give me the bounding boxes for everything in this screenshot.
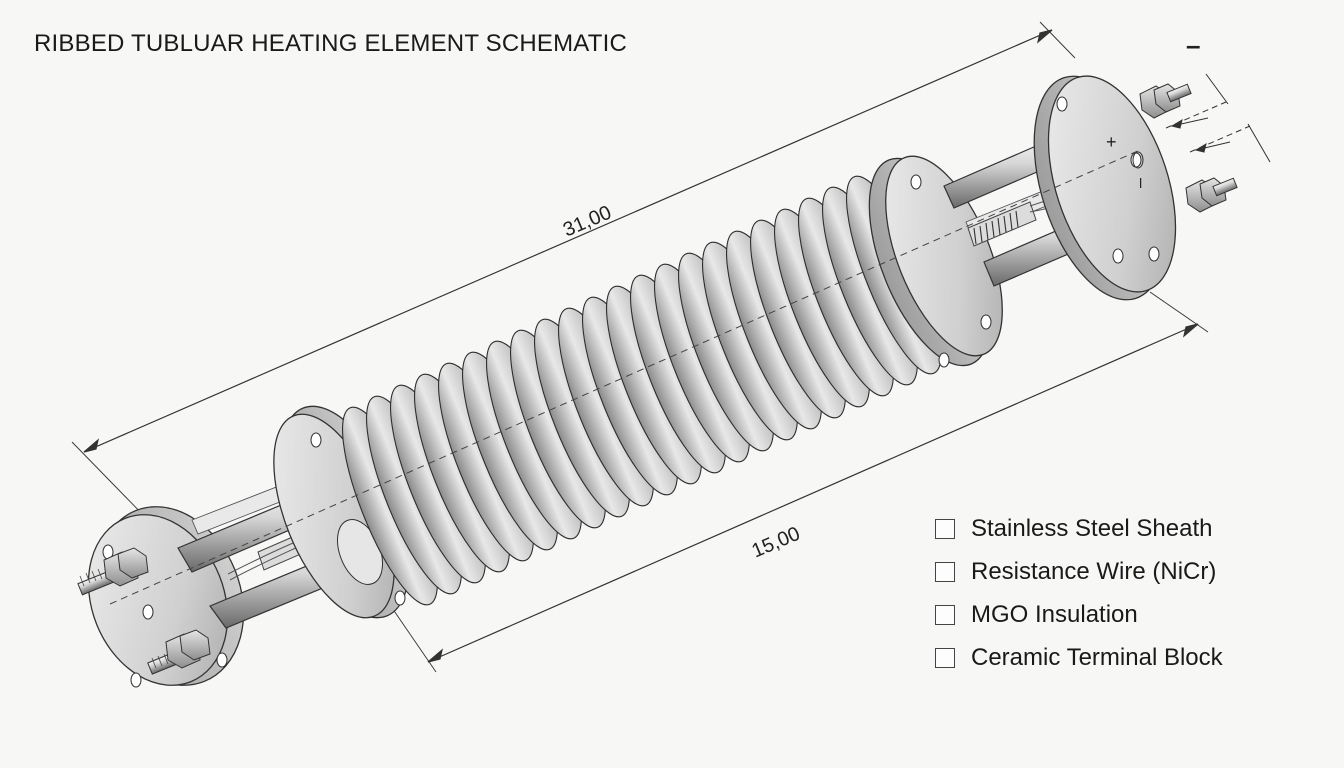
right-terminal-stud-upper <box>1139 83 1192 119</box>
center-axis-line <box>109 149 1141 605</box>
legend-label-sheath: Stainless Steel Sheath <box>971 514 1213 542</box>
minus-mark-side: – <box>1132 178 1152 188</box>
legend: Stainless Steel Sheath Resistance Wire (… <box>935 507 1295 679</box>
terminal-spacing-callout <box>1165 73 1271 163</box>
plus-mark: + <box>1106 132 1117 152</box>
left-terminal-stud-lower <box>147 629 211 675</box>
legend-label-mgo-insulation: MGO Insulation <box>971 600 1138 628</box>
terminal-hole-marker <box>1132 151 1144 169</box>
legend-label-resistance-wire: Resistance Wire (NiCr) <box>971 557 1217 585</box>
left-terminal-stud-upper <box>77 547 149 596</box>
right-end-flange <box>1033 75 1177 301</box>
diagram-title: RIBBED TUBLUAR HEATING ELEMENT SCHEMATIC <box>34 30 627 57</box>
legend-item-sheath[interactable]: Stainless Steel Sheath <box>935 507 1295 550</box>
legend-item-terminal-block[interactable]: Ceramic Terminal Block <box>935 636 1295 679</box>
legend-checkbox-mgo-insulation[interactable] <box>935 604 955 625</box>
legend-item-mgo-insulation[interactable]: MGO Insulation <box>935 593 1295 636</box>
minus-mark-top: – <box>1186 30 1200 60</box>
right-terminal-stud-lower <box>1185 177 1238 213</box>
ribbed-body <box>342 175 961 606</box>
right-main-flange <box>868 155 1003 368</box>
legend-checkbox-resistance-wire[interactable] <box>935 561 955 582</box>
dimension-overall <box>71 21 1076 523</box>
ribbed-length-label: 15,00 <box>749 523 804 563</box>
legend-checkbox-sheath[interactable] <box>935 518 955 539</box>
legend-item-resistance-wire[interactable]: Resistance Wire (NiCr) <box>935 550 1295 593</box>
overall-length-label: 31,00 <box>560 202 615 242</box>
legend-checkbox-terminal-block[interactable] <box>935 647 955 668</box>
legend-label-terminal-block: Ceramic Terminal Block <box>971 643 1223 671</box>
dimension-ribbed <box>387 291 1209 673</box>
